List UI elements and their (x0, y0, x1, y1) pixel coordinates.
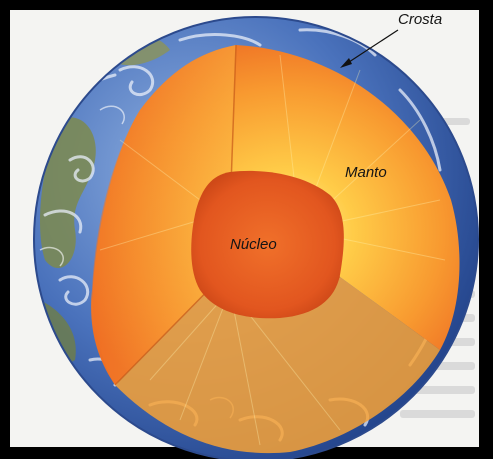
crust-label: Crosta (398, 12, 442, 27)
mantle-label: Manto (345, 165, 387, 180)
core-label: Núcleo (230, 237, 277, 252)
